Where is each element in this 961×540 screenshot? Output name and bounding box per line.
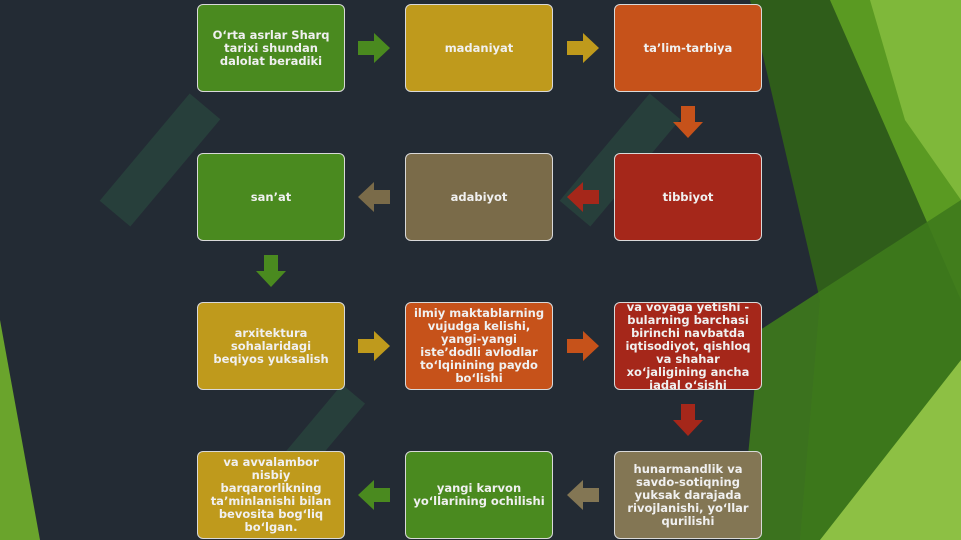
flow-box-text: madaniyat (444, 40, 514, 55)
arrow-left-icon (358, 480, 390, 510)
flow-box-7: arxitektura sohalaridagi beqiyos yuksali… (197, 302, 345, 390)
arrow-down-icon (256, 255, 286, 287)
flow-box-11: yangi karvon yo‘llarining ochilishi (405, 451, 553, 539)
flow-box-text: yangi karvon yo‘llarining ochilishi (413, 481, 545, 508)
flow-box-8: ilmiy maktablarning vujudga kelishi, yan… (405, 302, 553, 390)
flow-box-9: va voyaga yetishi - bularning barchasi b… (614, 302, 762, 390)
arrow-right-icon (358, 331, 390, 361)
flow-box-text: adabiyot (450, 189, 508, 204)
flow-box-5: adabiyot (405, 153, 553, 241)
right-green-shape (820, 360, 961, 540)
arrow-right-icon (567, 331, 599, 361)
arrow-down-icon (673, 404, 703, 436)
arrow-left-icon (358, 182, 390, 212)
flow-box-text: tibbiyot (662, 189, 714, 204)
flow-box-6: tibbiyot (614, 153, 762, 241)
flow-box-2: madaniyat (405, 4, 553, 92)
arrow-right-icon (358, 33, 390, 63)
flow-box-text: arxitektura sohalaridagi beqiyos yuksali… (213, 325, 329, 366)
flow-box-text: va voyaga yetishi - bularning barchasi b… (625, 302, 751, 390)
flow-box-10: va avvalambor nisbiy barqarorlikning ta’… (197, 451, 345, 539)
flow-box-3: ta’lim-tarbiya (614, 4, 762, 92)
arrow-right-icon (567, 33, 599, 63)
left-green-shape (0, 320, 40, 540)
arrow-left-icon (567, 182, 599, 212)
flow-box-12: hunarmandlik va savdo-sotiqning yuksak d… (614, 451, 762, 539)
flow-box-4: san’at (197, 153, 345, 241)
watermark-logo (99, 93, 681, 496)
arrow-left-icon (567, 480, 599, 510)
flow-box-text: ilmiy maktablarning vujudga kelishi, yan… (413, 306, 545, 385)
flow-box-text: hunarmandlik va savdo-sotiqning yuksak d… (627, 461, 749, 528)
flow-box-text: O‘rta asrlar Sharq tarixi shundan dalola… (212, 27, 330, 68)
arrow-down-icon (673, 106, 703, 138)
right-green-shape (870, 0, 961, 200)
flow-box-text: san’at (250, 189, 292, 204)
flow-box-text: ta’lim-tarbiya (643, 40, 733, 55)
flow-box-text: va avvalambor nisbiy barqarorlikning ta’… (210, 455, 332, 534)
flow-box-1: O‘rta asrlar Sharq tarixi shundan dalola… (197, 4, 345, 92)
